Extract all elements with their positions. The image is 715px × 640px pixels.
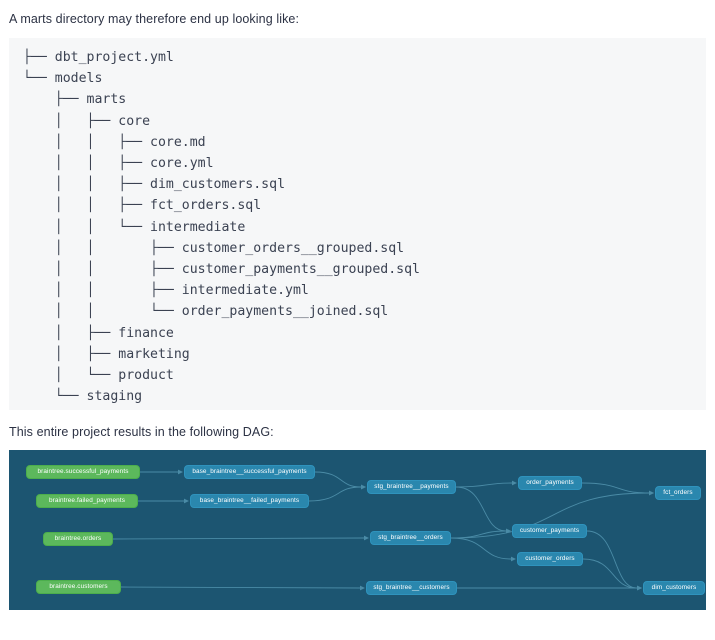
directory-tree-lines: ├── dbt_project.yml└── models ├── marts … xyxy=(23,47,706,407)
dag-node-base_braintree__failed_payments[interactable]: base_braintree__failed_payments xyxy=(190,494,309,508)
dag-edge xyxy=(582,558,638,589)
tree-line: └── staging xyxy=(23,389,143,405)
tree-line: │ │ ├── core.yml xyxy=(23,156,214,172)
dag-edge xyxy=(308,486,362,502)
tree-line: │ │ ├── fct_orders.sql xyxy=(23,198,262,214)
tree-line: └── models xyxy=(23,71,103,87)
tree-line: │ │ └── order_payments__joined.sql xyxy=(23,304,389,320)
dag-edge-arrowhead xyxy=(506,528,511,534)
dag-edge xyxy=(120,586,361,589)
dag-node-order_payments[interactable]: order_payments xyxy=(518,476,582,490)
tree-line: │ ├── core xyxy=(23,113,151,129)
dag-edge-arrowhead xyxy=(649,490,654,496)
tree-line: │ ├── marketing xyxy=(23,346,190,362)
dag-edge xyxy=(112,537,365,540)
dag-edge-arrowhead xyxy=(178,469,183,475)
dag-node-braintree_failed_payments[interactable]: braintree.failed_payments xyxy=(36,494,138,508)
dag-node-braintree_orders[interactable]: braintree.orders xyxy=(43,532,113,546)
dag-edge xyxy=(455,482,513,488)
dag-edge-arrowhead xyxy=(512,480,517,486)
dag-edge xyxy=(455,486,507,532)
dag-node-braintree_customers[interactable]: braintree.customers xyxy=(36,580,121,594)
dag-edge-arrowhead xyxy=(361,484,366,490)
dag-node-fct_orders[interactable]: fct_orders xyxy=(655,486,701,500)
dag-intro-paragraph: This entire project results in the follo… xyxy=(9,425,274,439)
tree-line: │ │ ├── core.md xyxy=(23,134,206,150)
dag-edges-layer xyxy=(112,469,654,591)
dag-edge-arrowhead xyxy=(360,585,365,591)
dag-edge-arrowhead xyxy=(511,556,516,562)
dag-node-braintree_successful_payments[interactable]: braintree.successful_payments xyxy=(26,465,140,479)
dag-edge xyxy=(314,471,362,488)
dag-edge xyxy=(581,482,650,494)
dag-node-customer_payments[interactable]: customer_payments xyxy=(512,524,587,538)
dag-node-stg_braintree__payments[interactable]: stg_braintree__payments xyxy=(367,480,456,494)
dag-node-dim_customers[interactable]: dim_customers xyxy=(643,581,705,595)
tree-line: ├── marts xyxy=(23,92,127,108)
tree-line: │ └── product xyxy=(23,368,174,384)
dag-edge-arrowhead xyxy=(364,535,369,541)
dag-edge xyxy=(586,530,638,589)
directory-tree-code-block: ├── dbt_project.yml└── models ├── marts … xyxy=(9,38,706,410)
tree-line: │ │ ├── dim_customers.sql xyxy=(23,177,286,193)
tree-line: │ │ ├── intermediate.yml xyxy=(23,283,309,299)
intro-paragraph: A marts directory may therefore end up l… xyxy=(9,12,300,26)
dag-edge-arrowhead xyxy=(637,585,642,591)
tree-line: │ │ ├── customer_payments__grouped.sql xyxy=(23,262,420,278)
dag-node-stg_braintree__customers[interactable]: stg_braintree__customers xyxy=(366,581,457,595)
tree-line: │ │ ├── customer_orders__grouped.sql xyxy=(23,240,405,256)
dag-canvas[interactable]: braintree.successful_payments braintree.f… xyxy=(9,450,706,610)
dag-edge xyxy=(450,537,512,560)
dag-node-base_braintree__successful_payments[interactable]: base_braintree__successful_payments xyxy=(184,465,315,479)
dag-edge-arrowhead xyxy=(184,498,189,504)
tree-line: ├── dbt_project.yml xyxy=(23,50,174,65)
tree-line: │ │ └── intermediate xyxy=(23,219,246,235)
tree-line: │ ├── finance xyxy=(23,325,174,341)
dag-node-stg_braintree__orders[interactable]: stg_braintree__orders xyxy=(370,531,451,545)
dag-edge xyxy=(450,492,650,539)
dag-node-customer_orders[interactable]: customer_orders xyxy=(517,552,583,566)
